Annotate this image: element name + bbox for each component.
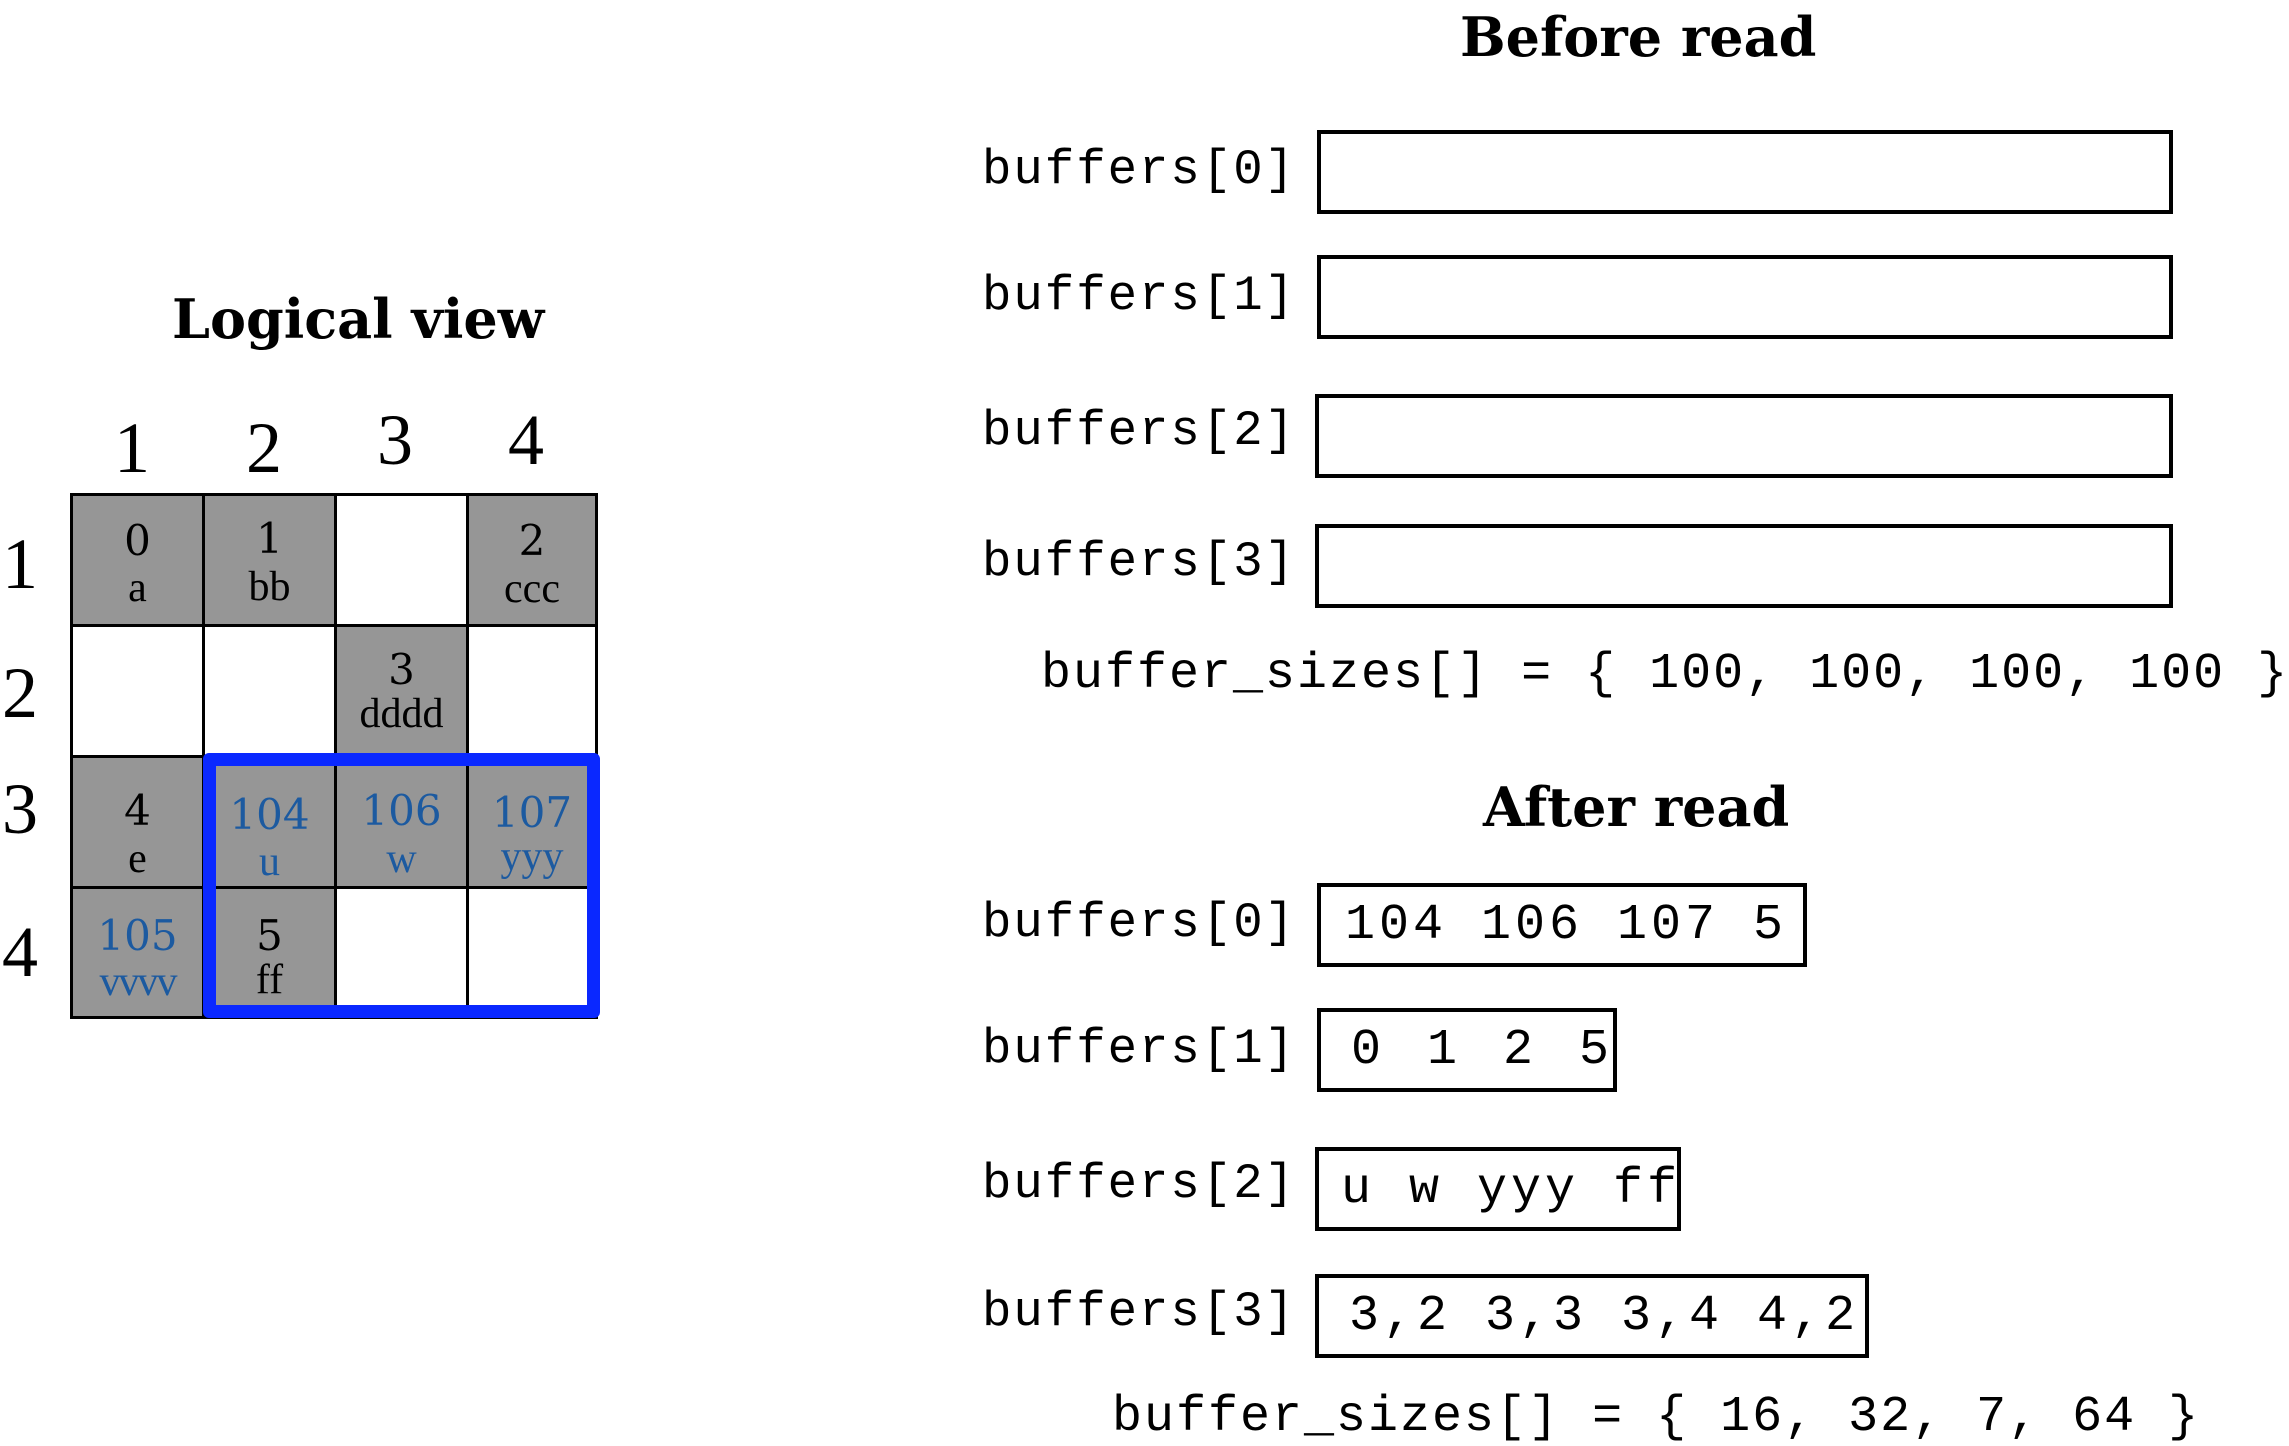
after-read-title: After read xyxy=(1483,775,1790,839)
cell-attribute: dddd xyxy=(359,691,444,737)
row-label: 4 xyxy=(2,912,38,992)
grid-cell: 0 a xyxy=(70,493,205,627)
grid-cell-empty xyxy=(466,624,598,758)
column-label: 4 xyxy=(508,400,544,480)
cell-coordinate: 106 xyxy=(361,786,442,835)
grid-cell: 5 ff xyxy=(202,886,337,1019)
column-label: 3 xyxy=(377,400,413,480)
buffer-sizes-before: buffer_sizes[] = { 100, 100, 100, 100 } xyxy=(1041,646,2289,703)
grid-cell: 3 dddd xyxy=(334,624,469,758)
buffer-box: 3,2 3,3 3,4 4,2 xyxy=(1315,1274,1869,1358)
cell-attribute: e xyxy=(128,836,147,882)
cell-attribute: u xyxy=(259,839,280,885)
cell-coordinate: 2 xyxy=(518,516,546,565)
buffer-label: buffers[3] xyxy=(982,534,1297,590)
buffer-label: buffers[0] xyxy=(982,895,1297,951)
grid-cell-highlighted: 104 u xyxy=(202,755,337,889)
buffer-label: buffers[1] xyxy=(982,1021,1297,1077)
buffer-box: u w yyy ff xyxy=(1315,1147,1681,1231)
buffer-label: buffers[1] xyxy=(982,268,1297,324)
cell-attribute: vvvv xyxy=(99,959,178,1005)
grid-cell-empty xyxy=(466,886,598,1019)
grid-cell-highlighted: 105 vvvv xyxy=(70,886,205,1019)
buffer-content: 3,2 3,3 3,4 4,2 xyxy=(1349,1287,1860,1345)
cell-coordinate: 3 xyxy=(388,645,415,694)
buffer-content: 104 106 107 5 xyxy=(1345,896,1788,954)
buffer-label: buffers[2] xyxy=(982,1156,1297,1212)
diagram: Logical view 1 2 3 4 1 2 3 4 0 a 1 bb 2 … xyxy=(2,5,2287,1446)
grid-cell-empty xyxy=(202,624,337,758)
cell-attribute: ccc xyxy=(504,566,560,612)
cell-attribute: ff xyxy=(255,957,284,1003)
column-label: 1 xyxy=(114,408,150,488)
grid-cell-highlighted: 107 yyy xyxy=(466,755,598,889)
grid-cell-empty xyxy=(70,624,205,758)
buffer-sizes-after: buffer_sizes[] = { 16, 32, 7, 64 } xyxy=(1112,1389,2201,1446)
buffer-content: 0 1 2 5 xyxy=(1351,1021,1618,1079)
buffer-label: buffers[2] xyxy=(982,403,1297,459)
buffer-box: 104 106 107 5 xyxy=(1317,883,1807,967)
buffer-box xyxy=(1315,524,2173,608)
logical-view-title: Logical view xyxy=(172,287,545,351)
cell-attribute: w xyxy=(386,836,417,882)
buffer-label: buffers[3] xyxy=(982,1284,1297,1340)
cell-coordinate: 107 xyxy=(491,788,573,837)
grid-cell: 4 e xyxy=(70,755,205,889)
cell-coordinate: 4 xyxy=(124,786,151,835)
buffer-content: u w yyy ff xyxy=(1341,1160,1682,1218)
cell-attribute: a xyxy=(128,565,147,611)
buffer-box xyxy=(1317,255,2173,339)
cell-coordinate: 1 xyxy=(256,514,283,563)
cell-coordinate: 0 xyxy=(124,516,151,565)
before-read-title: Before read xyxy=(1460,5,1817,69)
buffer-box xyxy=(1317,130,2173,214)
buffer-box: 0 1 2 5 xyxy=(1317,1008,1617,1092)
cell-coordinate: 5 xyxy=(256,911,283,960)
buffer-label: buffers[0] xyxy=(982,142,1297,198)
grid-cell-empty xyxy=(334,493,469,627)
grid-cell: 2 ccc xyxy=(466,493,598,627)
row-label: 3 xyxy=(2,769,38,849)
grid-cell-empty xyxy=(334,886,469,1019)
column-label: 2 xyxy=(246,408,282,488)
grid-cell: 1 bb xyxy=(202,493,337,627)
cell-coordinate: 105 xyxy=(97,911,178,960)
row-label: 2 xyxy=(2,653,38,733)
cell-attribute: bb xyxy=(248,564,291,610)
buffer-box xyxy=(1315,394,2173,478)
cell-coordinate: 104 xyxy=(229,790,310,839)
grid-cell-highlighted: 106 w xyxy=(334,755,469,889)
row-label: 1 xyxy=(2,524,38,604)
logical-grid: 0 a 1 bb 2 ccc 3 dddd 4 e 104 u 106 xyxy=(70,493,598,1019)
cell-attribute: yyy xyxy=(500,834,564,880)
